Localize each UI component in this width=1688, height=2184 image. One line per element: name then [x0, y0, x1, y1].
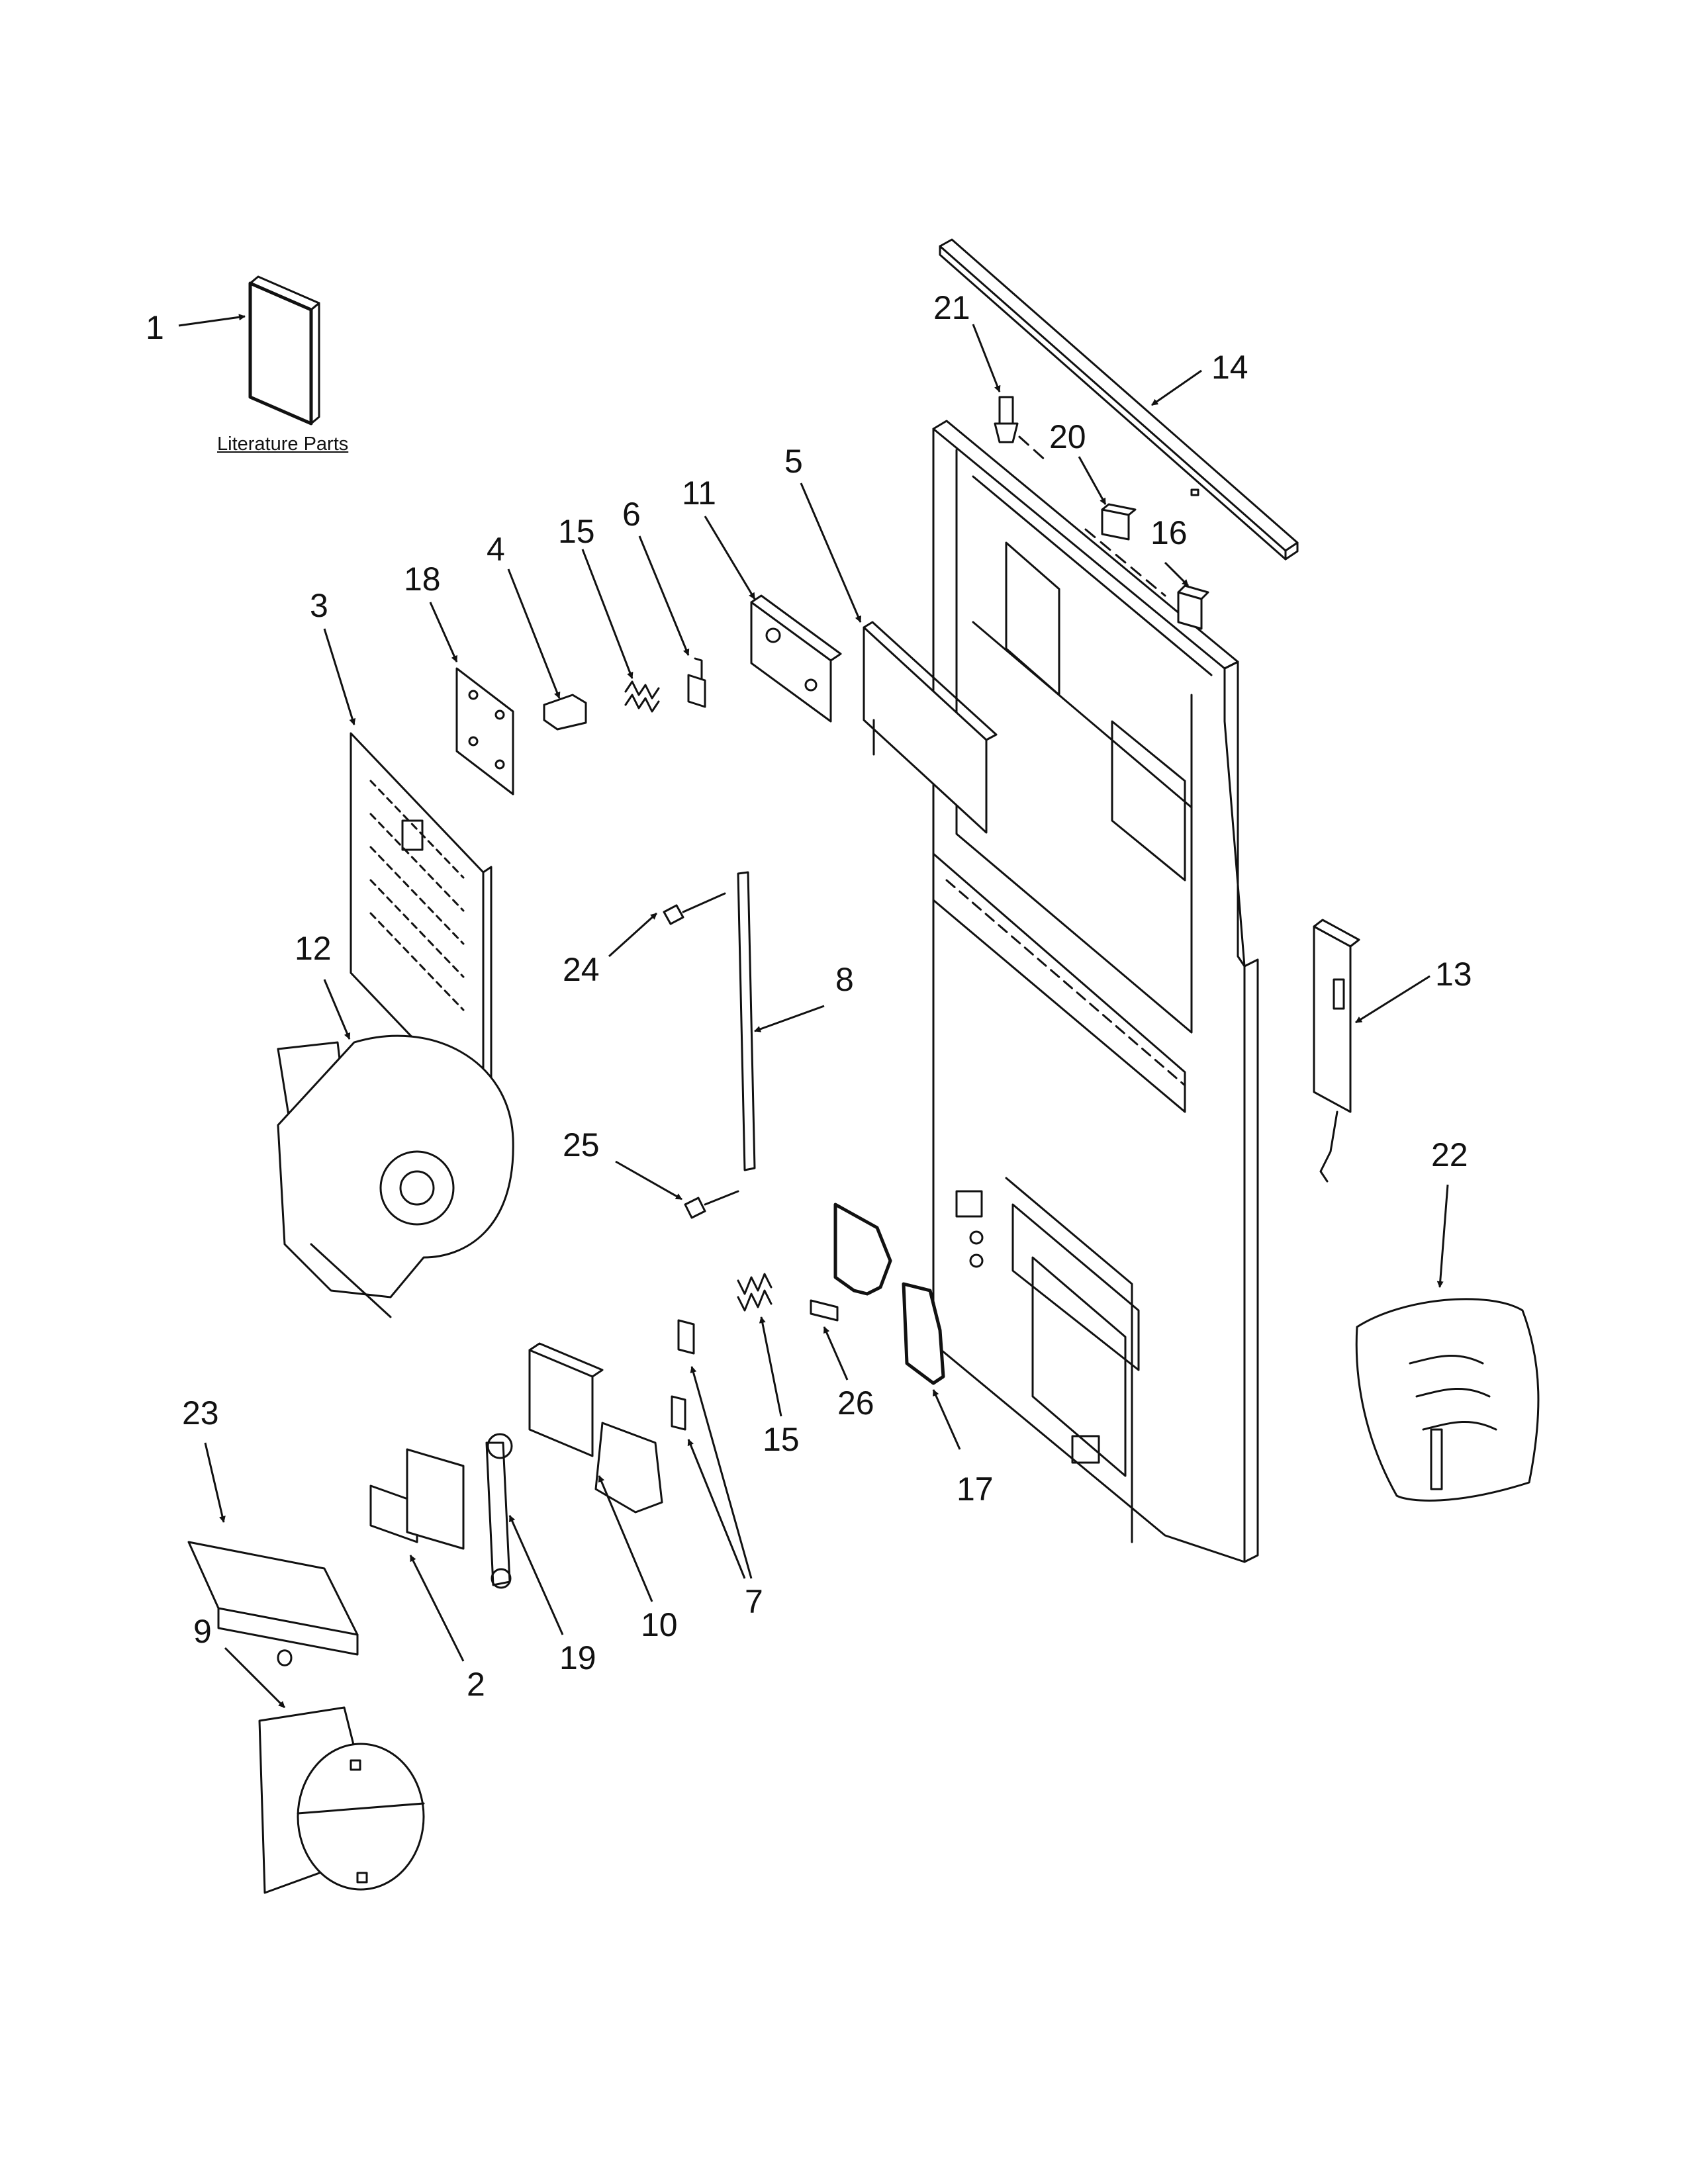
control-board	[1314, 920, 1359, 1181]
leader-26	[823, 1326, 849, 1381]
leader-12	[323, 979, 351, 1040]
callout-2: 2	[467, 1666, 485, 1703]
leader-24	[608, 912, 658, 958]
blower-motor	[278, 1036, 513, 1317]
callout-14: 14	[1211, 349, 1248, 386]
callout-13: 13	[1435, 956, 1472, 993]
callout-8: 8	[835, 961, 854, 998]
callout-7: 7	[745, 1583, 763, 1620]
gasket-frame	[835, 1205, 943, 1383]
callout-24: 24	[563, 951, 600, 988]
callout-4: 4	[487, 531, 505, 568]
switch-bracket	[751, 596, 841, 721]
screw-upper	[664, 893, 725, 924]
leader-3	[323, 628, 356, 725]
leader-1	[178, 314, 246, 327]
screw-lower	[685, 1191, 738, 1218]
leader-lines	[178, 314, 1449, 1709]
callout-18: 18	[404, 561, 441, 598]
callout-15-upper: 15	[558, 513, 595, 550]
callout-1: 1	[146, 309, 164, 346]
leader-10	[598, 1475, 653, 1602]
damper-arm	[487, 1434, 512, 1588]
leader-17	[932, 1389, 961, 1450]
callout-19: 19	[559, 1639, 596, 1676]
callout-6: 6	[622, 496, 641, 533]
leader-16	[1164, 561, 1190, 587]
callout-5: 5	[784, 443, 803, 480]
callout-9: 9	[193, 1613, 212, 1650]
micro-switch-upper	[679, 1320, 694, 1353]
leader-6	[638, 535, 690, 656]
callout-26: 26	[837, 1385, 874, 1422]
leader-14	[1151, 369, 1202, 406]
leader-15-lower	[759, 1316, 782, 1417]
spring-upper	[626, 682, 659, 711]
leader-7-lower	[687, 1439, 746, 1579]
leader-18	[429, 602, 458, 662]
main-chassis	[933, 421, 1258, 1562]
leader-15-upper	[581, 549, 633, 679]
leader-23	[204, 1442, 226, 1523]
callout-17: 17	[957, 1471, 994, 1508]
damper-transition	[259, 1707, 424, 1893]
leader-5	[800, 482, 862, 623]
callout-12: 12	[295, 930, 332, 967]
callout-16: 16	[1150, 514, 1188, 551]
top-trim-bar	[940, 240, 1297, 559]
leader-4	[507, 569, 561, 699]
cover-plate	[457, 668, 513, 794]
literature-booklet	[250, 277, 319, 424]
callout-20: 20	[1049, 418, 1086, 455]
leader-11	[704, 516, 756, 600]
leader-7-upper	[690, 1366, 753, 1579]
callout-22: 22	[1431, 1136, 1468, 1173]
leader-25	[615, 1160, 682, 1201]
support-rod	[738, 872, 755, 1170]
callout-10: 10	[641, 1606, 678, 1643]
callout-23: 23	[182, 1394, 219, 1432]
stop-block	[811, 1300, 837, 1320]
leader-8	[754, 1005, 825, 1032]
callout-11: 11	[682, 475, 716, 512]
micro-switch-lower	[672, 1396, 685, 1430]
hardware-bag	[1356, 1299, 1538, 1501]
spring-lower	[738, 1274, 771, 1310]
control-switch	[1178, 586, 1208, 629]
switch-actuator	[688, 659, 705, 707]
leader-19	[508, 1515, 564, 1635]
bulb-socket	[995, 397, 1017, 442]
latch-part	[544, 695, 586, 729]
leader-2	[409, 1555, 465, 1662]
light-assembly	[189, 1542, 357, 1665]
literature-parts-caption: Literature Parts	[217, 433, 349, 455]
leader-13	[1355, 975, 1430, 1024]
callout-21: 21	[933, 289, 970, 326]
leader-21	[972, 324, 1001, 392]
leader-20	[1078, 456, 1107, 505]
leader-9	[224, 1647, 286, 1709]
leader-22	[1436, 1184, 1449, 1288]
transformer	[371, 1449, 463, 1549]
callout-3: 3	[310, 587, 328, 624]
damper-motor-housing	[530, 1343, 662, 1512]
callout-25: 25	[563, 1126, 600, 1163]
front-panel-bracket	[864, 622, 996, 833]
rocker-switch	[1102, 504, 1135, 539]
callout-15-lower: 15	[763, 1421, 800, 1458]
